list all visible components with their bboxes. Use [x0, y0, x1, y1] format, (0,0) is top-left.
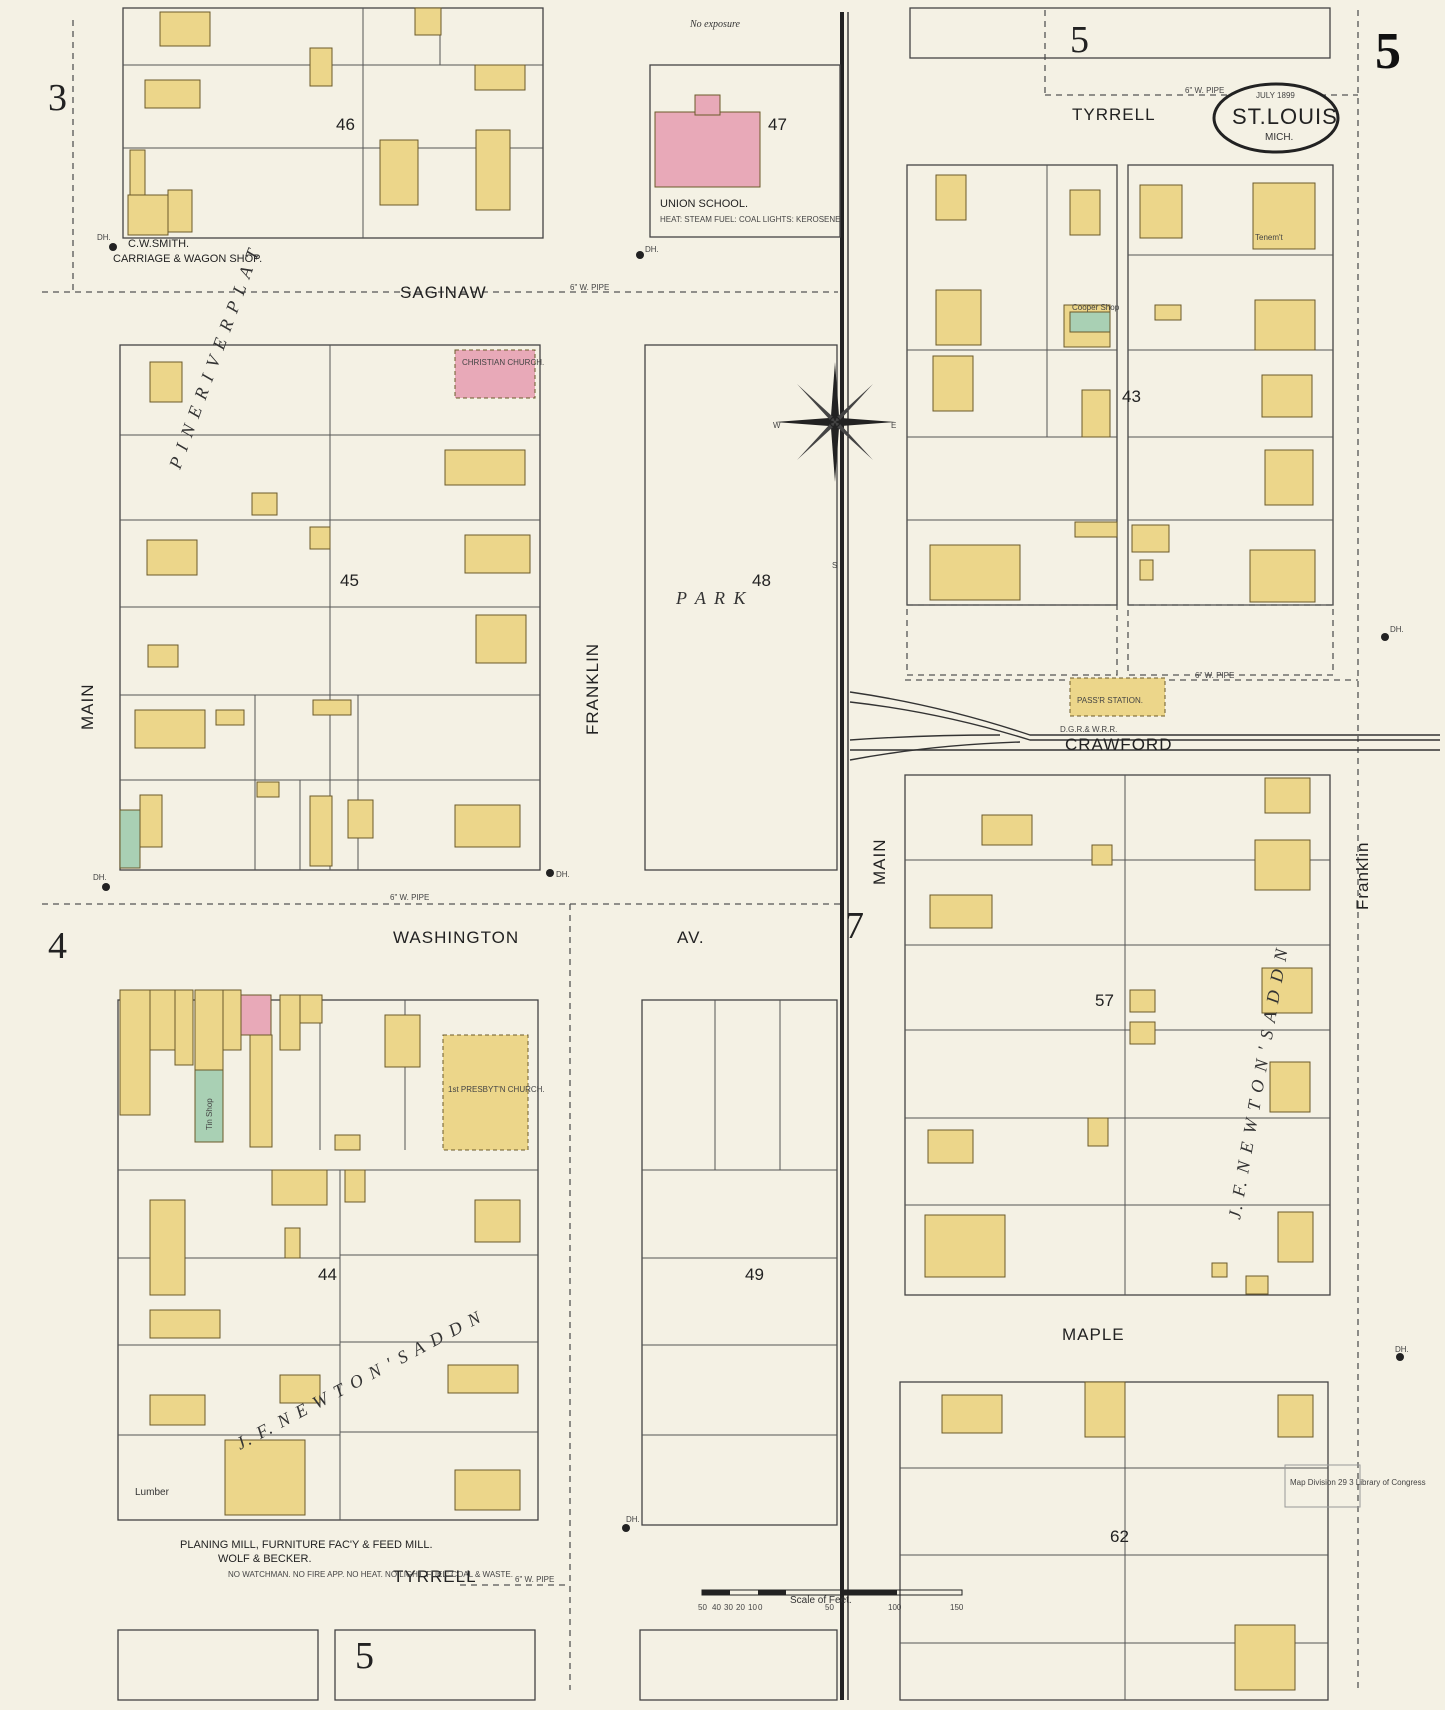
union-school-note: HEAT: STEAM FUEL: COAL LIGHTS: KEROSENE	[660, 215, 840, 224]
compass-s: S	[832, 561, 837, 570]
block-47[interactable]	[649, 64, 841, 238]
svg-text:30: 30	[724, 1603, 733, 1612]
block-number-45: 45	[340, 571, 359, 590]
hydrants	[102, 243, 1404, 1532]
svg-text:Map Division 29 3 Library of: Map Division 29 3 Library of Congress	[1290, 1478, 1426, 1487]
street-main-right: MAIN	[870, 839, 889, 886]
svg-text:20: 20	[736, 1603, 745, 1612]
street-franklin-right: Franklin	[1353, 842, 1372, 910]
sheet-number: 5	[1375, 23, 1401, 80]
union-school-building	[654, 111, 761, 188]
svg-text:50: 50	[825, 1603, 834, 1612]
hydrant-label-1: DH.	[97, 233, 111, 242]
hydrant-label-7: DH.	[626, 1515, 640, 1524]
block-48-park[interactable]	[644, 344, 838, 871]
passenger-station-label: PASS'R STATION.	[1077, 696, 1143, 705]
street-av: AV.	[677, 928, 705, 947]
cooper-shop-label: Cooper Shop	[1072, 303, 1120, 312]
block-number-57: 57	[1095, 991, 1114, 1010]
no-exposure-label: No exposure	[689, 19, 740, 30]
block-number-49: 49	[745, 1265, 764, 1284]
tin-shop-label: Tin Shop	[205, 1098, 214, 1130]
christian-church-building	[454, 349, 536, 399]
hydrant-label-2: DH.	[645, 245, 659, 254]
compass-rose	[775, 362, 895, 482]
railroad-label: D.G.R.& W.R.R.	[1060, 725, 1117, 734]
sheet-boundaries	[42, 10, 1359, 1690]
adjacent-sheet-5-top: 5	[1070, 19, 1089, 61]
street-franklin-mid: FRANKLIN	[583, 643, 602, 735]
hydrant-label-5: DH.	[1390, 625, 1404, 634]
title-cartouche	[1212, 82, 1340, 154]
block-number-62: 62	[1110, 1527, 1129, 1546]
block-45[interactable]	[119, 344, 541, 871]
svg-text:100: 100	[888, 1603, 902, 1612]
pipe-label-saginaw: 6" W. PIPE	[570, 283, 609, 292]
mill-notes: NO WATCHMAN. NO FIRE APP. NO HEAT. NO LI…	[228, 1570, 513, 1579]
library-stamp: Map Division 29 3 Library of Congress	[1284, 1464, 1426, 1508]
presbyterian-church-building	[442, 1034, 529, 1151]
passenger-station[interactable]	[1069, 677, 1166, 717]
svg-text:50: 50	[698, 1603, 707, 1612]
block-49[interactable]	[641, 999, 838, 1526]
pipe-label-washington: 6" W. PIPE	[390, 893, 429, 902]
scale-bar	[701, 1589, 963, 1596]
title-city: ST.LOUIS	[1232, 104, 1338, 129]
wolf-becker-label: WOLF & BECKER.	[218, 1553, 312, 1565]
hydrant-label-4: DH.	[556, 870, 570, 879]
compass-e: E	[891, 421, 896, 430]
title-state: MICH.	[1265, 132, 1293, 143]
top-right-partial-block	[909, 7, 1331, 59]
adjacent-sheet-4: 4	[48, 925, 67, 967]
bottom-partial-blocks	[117, 1629, 838, 1701]
street-tyrrell-bottom: TYRRELL	[393, 1567, 477, 1586]
christian-church-label: CHRISTIAN CHURCH.	[462, 358, 544, 367]
sheet-date: JULY 1899	[1256, 91, 1295, 100]
hydrant-label-3: DH.	[93, 873, 107, 882]
planing-mill-label: PLANING MILL, FURNITURE FAC'Y & FEED MIL…	[180, 1539, 433, 1551]
block-43[interactable]	[906, 164, 1334, 676]
lumber-label: Lumber	[135, 1487, 170, 1498]
presbyterian-church-label: 1st PRESBYT'N CHURCH.	[448, 1085, 545, 1094]
street-crawford: CRAWFORD	[1065, 735, 1172, 754]
block-44[interactable]	[117, 989, 539, 1521]
block-number-48: 48	[752, 571, 771, 590]
street-main-left: MAIN	[78, 684, 97, 731]
carriage-shop-label: CARRIAGE & WAGON SHOP.	[113, 253, 262, 265]
pipe-label-tyrrell-bottom: 6" W. PIPE	[515, 1575, 554, 1584]
block-57[interactable]	[904, 774, 1331, 1296]
street-tyrrell-top: TYRRELL	[1072, 105, 1156, 124]
hydrant-label-6: DH.	[1395, 1345, 1409, 1354]
main-street-rail	[840, 12, 849, 1700]
street-washington: WASHINGTON	[393, 928, 519, 947]
adjacent-sheet-5-bottom: 5	[355, 1635, 374, 1677]
block-number-46: 46	[336, 115, 355, 134]
adjacent-sheet-7: 7	[845, 905, 864, 947]
svg-text:10: 10	[748, 1603, 757, 1612]
planing-mill-building	[224, 1439, 306, 1516]
block-number-43: 43	[1122, 387, 1141, 406]
block-number-44: 44	[318, 1265, 337, 1284]
crawford-rail-tracks	[849, 691, 1440, 761]
union-school-label: UNION SCHOOL.	[660, 198, 748, 210]
scale-title: Scale of Feet.	[790, 1595, 852, 1606]
street-maple: MAPLE	[1062, 1325, 1125, 1344]
block-62[interactable]	[899, 1381, 1329, 1701]
pipe-label-crawford: 6" W. PIPE	[1195, 671, 1234, 680]
svg-text:40: 40	[712, 1603, 721, 1612]
svg-text:150: 150	[950, 1603, 964, 1612]
block-number-47: 47	[768, 115, 787, 134]
scale-ticks: 50 40 30 20 10 0 50 100 150	[698, 1603, 964, 1612]
adjacent-sheet-3: 3	[48, 77, 67, 119]
svg-text:0: 0	[758, 1603, 763, 1612]
street-saginaw: SAGINAW	[400, 283, 487, 302]
tenement-label: Tenem't	[1255, 233, 1284, 242]
cw-smith-label: C.W.SMITH.	[128, 238, 189, 250]
compass-w: W	[773, 421, 781, 430]
pipe-label-tyrrell: 6" W. PIPE	[1185, 86, 1224, 95]
block-46[interactable]	[122, 7, 544, 239]
park-label: P A R K	[675, 588, 748, 608]
